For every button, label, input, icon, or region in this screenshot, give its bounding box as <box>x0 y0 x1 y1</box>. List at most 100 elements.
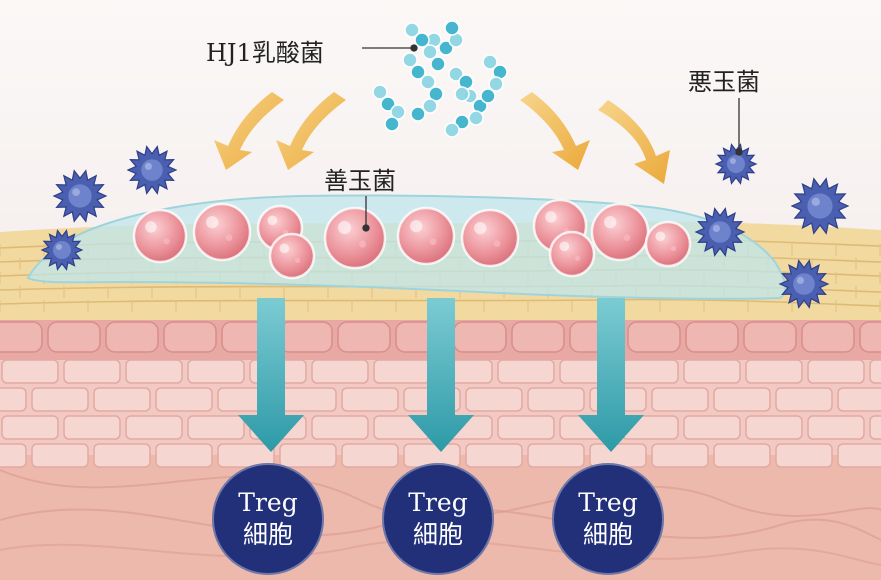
skin-cell <box>279 443 337 468</box>
skin-cell <box>93 443 151 468</box>
skin-cell <box>341 443 399 468</box>
skin-cell <box>105 321 159 353</box>
bad-bacteria-icon <box>714 143 758 185</box>
skin-cell <box>93 387 151 412</box>
skin-cell <box>527 387 585 412</box>
bad-bacteria-icon <box>40 229 84 271</box>
skin-cell <box>0 387 27 412</box>
skin-cell <box>745 359 803 384</box>
teal-arrows <box>238 298 644 452</box>
skin-cell <box>125 359 183 384</box>
skin-cell <box>337 321 391 353</box>
skin-cell <box>1 359 59 384</box>
good-bacteria-icon <box>192 202 252 262</box>
skin-cell <box>775 387 833 412</box>
skin-cell <box>187 415 245 440</box>
skin-cell <box>1 415 59 440</box>
skin-cell <box>713 443 771 468</box>
skin-cell <box>651 387 709 412</box>
skin-cell <box>155 387 213 412</box>
skin-cell <box>807 359 865 384</box>
skin-cell <box>683 359 741 384</box>
orange-arrow-1 <box>214 92 284 170</box>
skin-cell <box>837 443 881 468</box>
good-bacteria-icon <box>323 206 387 270</box>
good-bacteria-icon <box>396 206 456 266</box>
skin-cell <box>775 443 833 468</box>
skin-cell <box>0 321 43 353</box>
skin-cell <box>859 321 881 353</box>
bad-bacteria-icon <box>778 259 830 309</box>
orange-arrow-2 <box>276 92 346 170</box>
orange-arrow-4 <box>598 100 670 184</box>
good-bacteria-group <box>132 198 692 280</box>
skin-cell <box>627 321 681 353</box>
skin-cell <box>279 321 333 353</box>
teal-arrow-2 <box>408 298 474 452</box>
good-bacteria-icon <box>548 230 596 278</box>
label-good-bacteria: 善玉菌 <box>324 167 396 195</box>
skin-cell <box>869 359 881 384</box>
skin-cell <box>311 359 369 384</box>
treg-label-line2: 細胞 <box>582 520 633 549</box>
bad-bacteria-group <box>40 143 850 309</box>
treg-label-line1: Treg <box>238 488 298 517</box>
good-bacteria-icon <box>590 202 650 262</box>
skin-cell <box>807 415 865 440</box>
treg-label-line2: 細胞 <box>412 520 463 549</box>
skin-cell <box>453 321 507 353</box>
lactic-acid-bacteria-icon <box>372 20 508 138</box>
skin-cell <box>279 387 337 412</box>
skin-cell <box>47 321 101 353</box>
good-bacteria-icon <box>268 232 316 280</box>
skin-cell <box>497 359 555 384</box>
skin-cell <box>163 321 217 353</box>
skin-cell <box>31 443 89 468</box>
skin-cell <box>621 359 679 384</box>
good-bacteria-icon <box>644 220 692 268</box>
treg-label-line1: Treg <box>578 488 638 517</box>
skin-cell <box>683 415 741 440</box>
skin-cell <box>125 415 183 440</box>
skin-cell <box>63 359 121 384</box>
bad-bacteria-icon <box>52 169 108 223</box>
skin-cell <box>743 321 797 353</box>
skin-cell <box>869 415 881 440</box>
orange-arrows <box>214 92 670 184</box>
orange-arrow-3 <box>520 92 590 170</box>
bad-bacteria-icon <box>694 207 746 257</box>
skin-cell <box>511 321 565 353</box>
leader-lines <box>362 44 743 232</box>
skin-cell <box>311 415 369 440</box>
skin-cell <box>341 387 399 412</box>
treg-cell-icon: Treg 細胞 <box>382 463 494 575</box>
skin-cell <box>31 387 89 412</box>
bad-bacteria-icon <box>126 145 178 195</box>
good-bacteria-icon <box>132 208 188 264</box>
skin-cell <box>801 321 855 353</box>
skin-cell <box>63 415 121 440</box>
treg-cell-icon: Treg 細胞 <box>552 463 664 575</box>
skin-cell <box>497 415 555 440</box>
skin-cell <box>713 387 771 412</box>
skin-cell <box>745 415 803 440</box>
skin-cell <box>187 359 245 384</box>
skin-cell <box>373 359 431 384</box>
skin-cell <box>837 387 881 412</box>
label-hj1-lactic-acid-bacteria: HJ1乳酸菌 <box>206 39 324 67</box>
skin-cell <box>155 443 213 468</box>
skin-cell <box>651 443 709 468</box>
treg-cell-icon: Treg 細胞 <box>212 463 324 575</box>
good-bacteria-icon <box>460 208 520 268</box>
treg-label-line2: 細胞 <box>242 520 293 549</box>
label-bad-bacteria: 悪玉菌 <box>688 68 760 96</box>
teal-arrow-3 <box>578 298 644 452</box>
basal-cell-row <box>0 315 881 360</box>
skin-cell <box>685 321 739 353</box>
skin-cell <box>527 443 585 468</box>
treg-label-line1: Treg <box>408 488 468 517</box>
skin-cell <box>465 387 523 412</box>
teal-arrow-1 <box>238 298 304 452</box>
